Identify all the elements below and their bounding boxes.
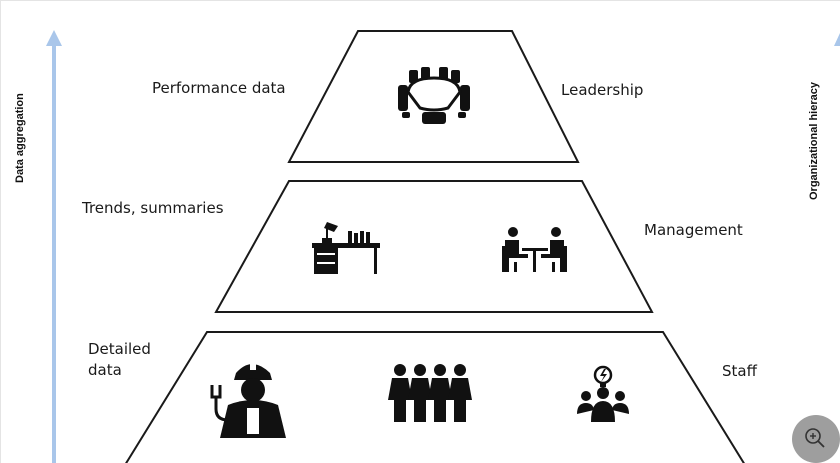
data-aggregation-label: Data aggregation (14, 93, 26, 183)
group-people-icon (388, 364, 472, 422)
meeting-people-icon (502, 227, 567, 272)
staff-label: Staff (722, 362, 757, 380)
conference-table-icon (398, 67, 470, 124)
data-aggregation-arrow (46, 30, 62, 463)
organizational-hierarchy-label: Organizational hieracy (808, 82, 820, 200)
leadership-label: Leadership (561, 81, 644, 99)
electrician-worker-icon (210, 360, 286, 438)
performance-data-label: Performance data (152, 79, 286, 97)
detailed-data-label: Detailed data (88, 339, 151, 381)
organizational-hierarchy-arrow (834, 33, 840, 46)
zoom-in-icon (805, 428, 825, 448)
zoom-in-button[interactable] (792, 415, 840, 463)
pyramid-tier-management (214, 180, 654, 313)
detailed-data-line-2: data (88, 361, 122, 379)
office-desk-icon (312, 222, 380, 274)
idea-team-icon (577, 365, 629, 422)
management-label: Management (644, 221, 743, 239)
trends-summaries-label: Trends, summaries (82, 199, 224, 217)
detailed-data-line-1: Detailed (88, 340, 151, 358)
